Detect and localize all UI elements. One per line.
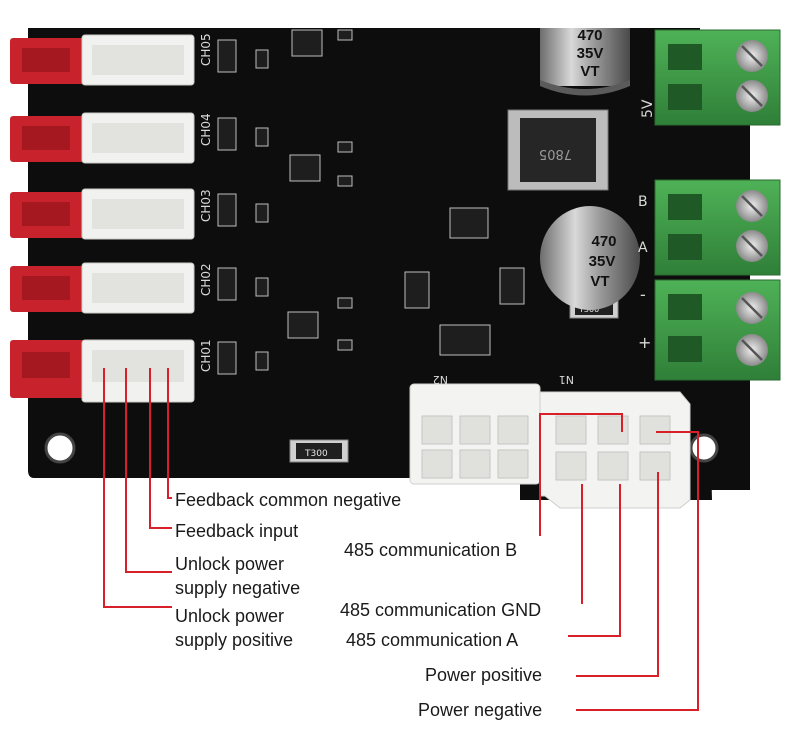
voltage-regulator: 7805 — [507, 109, 609, 191]
connector-n2: N2 — [409, 373, 541, 485]
connector-n1-label: N1 — [559, 373, 574, 386]
regulator-label: 7805 — [539, 146, 572, 161]
label-unlock-positive-line1: Unlock power — [175, 606, 285, 626]
mounting-hole — [44, 432, 76, 464]
channel-connector — [10, 188, 195, 240]
mounting-hole — [689, 433, 719, 463]
capacitor-top: 470 35V VT — [540, 27, 630, 96]
label-unlock-negative-line1: Unlock power — [175, 554, 285, 574]
fuse-label: T300 — [304, 449, 328, 459]
channel-connector — [10, 262, 195, 314]
channel-connector — [10, 339, 195, 403]
terminal-label-minus: - — [640, 285, 646, 304]
cap-voltage: 35V — [577, 45, 604, 62]
label-485-gnd: 485 communication GND — [340, 600, 542, 620]
cap-value: 470 — [591, 233, 616, 250]
channel-connector — [10, 112, 195, 164]
label-feedback-common-negative: Feedback common negative — [175, 490, 402, 510]
channel-connector — [10, 34, 195, 86]
cap-series: VT — [590, 273, 609, 290]
connector-n2-label: N2 — [433, 373, 448, 386]
channel-label: CH01 — [199, 339, 213, 372]
label-power-positive: Power positive — [425, 665, 543, 685]
fuse-f1: T300 — [289, 439, 349, 463]
label-feedback-input: Feedback input — [175, 521, 299, 541]
label-power-negative: Power negative — [418, 700, 543, 720]
capacitor-bottom: 470 35V VT — [540, 206, 640, 310]
terminal-block-middle — [654, 179, 781, 276]
terminal-label-b: B — [638, 194, 648, 210]
cap-value: 470 — [577, 27, 602, 44]
label-unlock-negative-line2: supply negative — [175, 578, 301, 598]
channel-label: CH04 — [199, 113, 213, 146]
cap-voltage: 35V — [589, 253, 616, 270]
cap-series: VT — [580, 63, 599, 80]
terminal-block-top — [654, 29, 781, 126]
smd-components — [217, 29, 525, 375]
connector-n1: N1 — [539, 373, 691, 509]
channel-label: CH05 — [199, 33, 213, 66]
terminal-label-plus: + — [638, 333, 651, 352]
channel-label: CH03 — [199, 189, 213, 222]
leader-lines — [103, 368, 699, 711]
terminal-label-5v: 5V — [640, 99, 656, 118]
label-unlock-positive-line2: supply positive — [175, 630, 294, 650]
label-485-b: 485 communication B — [344, 540, 518, 560]
terminal-block-bottom — [654, 279, 781, 381]
label-485-a: 485 communication A — [346, 630, 519, 650]
channel-label: CH02 — [199, 263, 213, 296]
terminal-label-a: A — [638, 240, 648, 256]
